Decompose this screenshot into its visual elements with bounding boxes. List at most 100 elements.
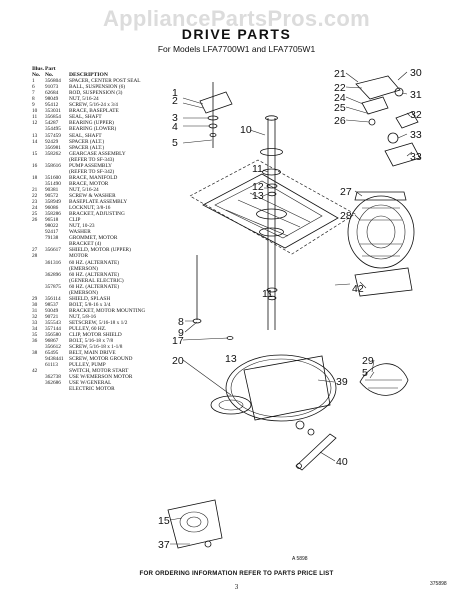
- part-description: 60 HZ. (ALTERNATE): [69, 283, 119, 290]
- part-description: SEAL, SHAFT: [69, 114, 102, 121]
- illus-number: 8: [32, 96, 35, 103]
- gearcase-assembly: [243, 355, 331, 421]
- splash-shield: [359, 363, 409, 396]
- part-number: 61113: [45, 362, 58, 369]
- page-title: DRIVE PARTS: [181, 26, 292, 42]
- part-description: MOTOR: [69, 253, 89, 260]
- part-number: 356804: [45, 78, 61, 85]
- part-description: (GENERAL ELECTRIC): [69, 277, 124, 284]
- part-number: 65495: [45, 350, 59, 357]
- callout-39: 39: [336, 376, 348, 388]
- part-description: BRACE, MANIFOLD: [69, 174, 118, 181]
- illus-number: 1: [32, 78, 35, 85]
- pump-assembly: [167, 499, 223, 549]
- page-number: 3: [234, 583, 239, 591]
- drive-pulley: [210, 395, 252, 415]
- part-description: NUT, 5/8-16: [69, 313, 96, 320]
- parts-table-header-2: No. No. DESCRIPTION: [32, 72, 187, 78]
- part-number: 98049: [45, 96, 59, 103]
- part-description: BALL, SUSPENSION (6): [69, 84, 126, 91]
- illus-number: 12: [32, 120, 38, 127]
- motor-shield-upper: [354, 191, 407, 201]
- part-description: CLIP, MOTOR SHIELD: [69, 332, 122, 339]
- part-description: GEARCASE ASSEMBLY: [69, 150, 126, 157]
- part-description: CLIP: [69, 217, 81, 224]
- adjusting-bracket: [384, 142, 421, 167]
- part-description: (REFER TO SF-342): [69, 168, 115, 175]
- part-description: BRACKET, MOTOR MOUNTING: [69, 307, 146, 314]
- part-number: 93049: [45, 307, 59, 314]
- part-description: SHIELD, MOTOR (UPPER): [69, 247, 131, 254]
- part-number: 357144: [45, 326, 61, 333]
- part-description: SCREW, 5/16-24 x 3/4: [69, 102, 118, 109]
- part-number: 92429: [45, 138, 59, 145]
- table-row: (REFER TO SF-342): [32, 169, 187, 175]
- illus-number: 11: [32, 114, 38, 121]
- callout-30: 30: [410, 67, 422, 79]
- part-number: 353031: [45, 108, 61, 115]
- part-number: 96518: [45, 217, 59, 224]
- part-description: WASHER: [69, 229, 91, 236]
- table-row: ELECTRIC MOTOR: [32, 386, 187, 392]
- callout-33b: 33: [410, 151, 422, 163]
- table-row: (EMERSON): [32, 266, 187, 272]
- illus-number: 18: [32, 174, 38, 181]
- illus-number: 7: [32, 90, 35, 97]
- callout-11: 11: [252, 163, 263, 175]
- illus-number: 10: [32, 108, 38, 115]
- part-number: 95412: [45, 102, 59, 109]
- illus-number: 27: [32, 247, 38, 254]
- table-row: 92417 WASHER: [32, 229, 187, 235]
- callout-20: 20: [172, 355, 184, 367]
- header-illus: Illus.: [32, 66, 44, 72]
- callout-10: 10: [240, 124, 252, 136]
- part-description: ELECTRIC MOTOR: [69, 386, 115, 393]
- part-number: 358286: [45, 211, 61, 218]
- callout-11b: 11: [262, 288, 273, 300]
- part-description: 60 HZ. (ALTERNATE): [69, 259, 119, 266]
- table-row: (REFER TO SF-343): [32, 157, 187, 163]
- callout-8: 8: [178, 316, 184, 328]
- callout-9: 9: [178, 327, 184, 339]
- part-number: 91073: [45, 84, 59, 91]
- part-description: 60 HZ. (ALTERNATE): [69, 271, 119, 278]
- part-description: BRACKET, ADJUSTING: [69, 211, 125, 218]
- part-number: 358262: [45, 150, 61, 157]
- part-number: 362896: [45, 271, 61, 278]
- callout-33: 33: [410, 129, 422, 141]
- part-number: 355543: [45, 319, 61, 326]
- motor: [347, 195, 415, 269]
- callout-25: 25: [334, 102, 346, 114]
- part-number: 92417: [45, 229, 59, 236]
- center-post: [267, 118, 276, 330]
- illus-number: 16: [32, 162, 38, 169]
- part-description: GROMMET, MOTOR: [69, 235, 118, 242]
- part-number: 79138: [45, 235, 59, 242]
- callout-40: 40: [336, 456, 348, 468]
- callout-28: 28: [340, 210, 352, 222]
- illus-number: 42: [32, 368, 38, 375]
